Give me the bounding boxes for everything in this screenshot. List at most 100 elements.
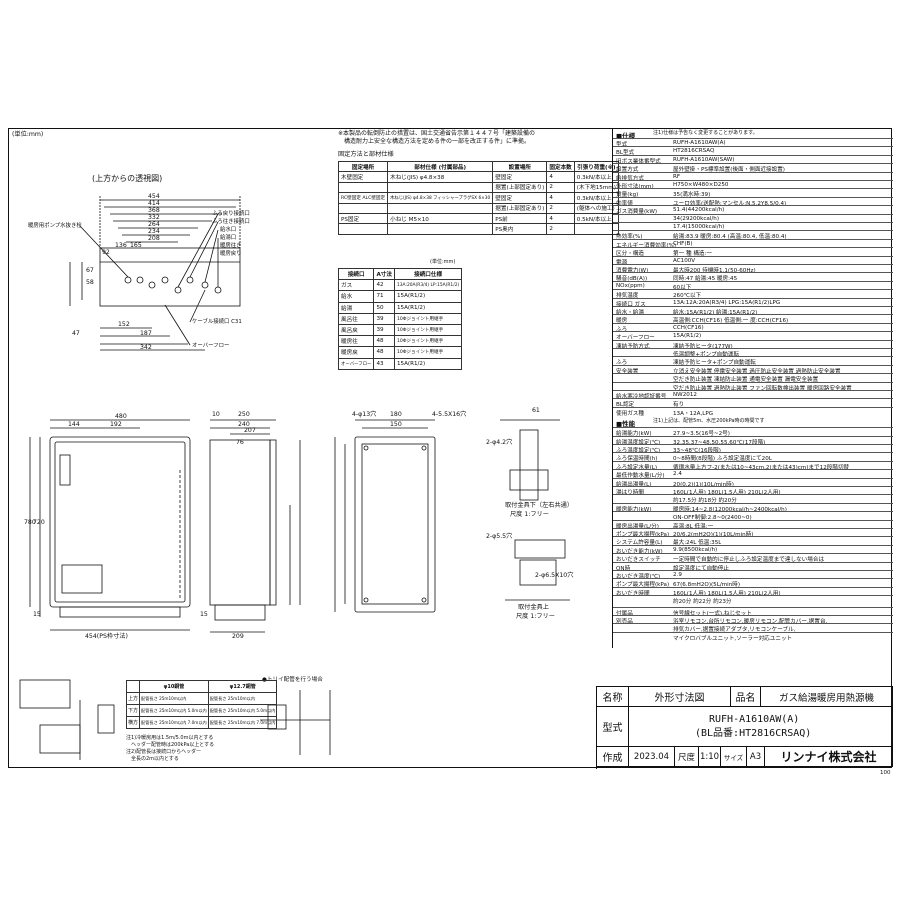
spec-value: 34(29200kcal/h) — [673, 215, 720, 222]
dim-152: 152 — [118, 321, 130, 328]
company-name: リンナイ株式会社 — [765, 747, 893, 767]
spec-key: 最低作動水量(L/分) — [616, 473, 665, 480]
spec-key: 給水・給湯 — [616, 310, 644, 316]
spec-key: おいだきスイッチ — [616, 557, 661, 564]
spec-value: 160L(1人用) 180L(1.5人用) 210L(2人用) — [673, 490, 781, 496]
front-dim-144: 144 — [68, 421, 80, 428]
spec-key: 消費電力(W) — [616, 268, 649, 274]
note-line-2: 構造耐力上安全な構造方法を定める件の一部を改正する件」に準拠。 — [338, 138, 531, 145]
spec-value: 給水:15A(R1/2) 給湯:15A(R1/2) — [673, 310, 758, 316]
trap-label: ●トリイ配管を行う場合 — [262, 677, 323, 683]
label-heating-return: 暖房戻り — [220, 251, 242, 257]
dim-58: 58 — [86, 279, 94, 286]
size-label: サイズ — [721, 747, 747, 767]
spec-row: 区分・構造第一 種 構造:一 — [613, 247, 893, 258]
fittings-header: 設置場所 — [492, 160, 548, 173]
spec-row: 別売品浴室リモコン,台所リモコン,暖房リモコン,配管カバー,据置台, — [613, 615, 893, 625]
label-hot-water: 給湯口 — [220, 235, 237, 241]
spec-key: 電源 — [616, 259, 628, 266]
spec-value: 13A:12A:20A(R3/4) LPG:15A(R1/2)LPG — [673, 299, 781, 306]
bracket-dim-180: 180 — [390, 411, 402, 418]
spec-value: RF — [673, 173, 681, 180]
top-view — [69, 196, 241, 351]
piping-note: 注2)配管長は接続口からヘッダー — [126, 749, 202, 755]
spec-key: 外形寸法(mm) — [616, 184, 654, 190]
spec-value: 35(満水時:39) — [673, 192, 711, 199]
spec-key: NOx(ppm) — [616, 282, 645, 289]
spec-value: 160L(1人用) 180L(1.5人用) 210L(2人用) — [673, 590, 781, 597]
side-dim-250: 250 — [238, 411, 250, 418]
ports-header: 接続口 — [337, 267, 375, 281]
spec-key: 排気温度 — [616, 293, 639, 300]
table-row: RC壁固定 ALC壁固定木ねじ(JIS) φ4.8×38 フィッシャープラグSX… — [337, 192, 619, 204]
spec-value: 暖房時:14~2.8(12000kcal/h~2400kcal/h) — [673, 506, 787, 513]
spec-value: RUFH-A1610AW(SAW) — [673, 156, 735, 163]
spec-row: 熱効率(%)給湯:83.9 暖房:80.4 (高温:80.4, 低温:80.4) — [613, 230, 893, 240]
label-heating-supply: 暖房往き — [220, 243, 242, 249]
spec-value: 15A(R1/2) — [673, 333, 702, 340]
spec-key: 型式 — [616, 142, 628, 148]
detail-lower-scale: 尺度 1:フリー — [510, 511, 549, 518]
spec-row: BL認定有り — [613, 398, 893, 408]
model-label: 型式 — [597, 707, 629, 747]
spec-value: 13A・12A,LPG — [673, 410, 714, 417]
spec-value: 27.9~3.5(16号~2号) — [673, 431, 730, 438]
spec-value: 20(0.2)(1)(10L/min時) — [673, 481, 734, 488]
spec-value: 第一 種 構造:一 — [673, 251, 713, 258]
bracket-hole-13: 4-φ13穴 — [352, 411, 377, 418]
fittings-header: 部材仕様 (付属部品) — [387, 160, 494, 173]
spec-row: ふろ保温時間(h)0~8時間(8段階) ふろ設定温度にて20L — [613, 452, 893, 462]
detail-hole-65: 2-φ6.5X10穴 — [535, 572, 574, 579]
spec-value: 2.9 — [673, 572, 682, 578]
spec-key: 使用ガス種 — [616, 410, 644, 417]
date-label: 作成 — [597, 747, 629, 767]
spec-value: 17.4(15000kcal/h) — [673, 224, 725, 230]
spec-value: 67(6.8mH2O)(5L/min時) — [673, 582, 741, 589]
spec-row: 空だき防止装置 凍結防止装置 通電安全装置 漏電安全装置 — [613, 373, 893, 383]
dim-187: 187 — [140, 330, 152, 337]
spec-row: 消費電力(W)最大時200 待機時1.1(50-60Hz) — [613, 264, 893, 274]
size-value: A3 — [747, 747, 765, 767]
spec-row: 効率値ユーロ効率(送配熱:マンセル:N.5.2Y8.5/0.4) — [613, 196, 893, 207]
spec-row: ポンプ最大揚程(kPa)20/6.2(mH2O)(1)(10L/min時) — [613, 528, 893, 538]
spec-row: ポンプ最大揚程(kPa)67(6.8mH2O)(5L/min時) — [613, 578, 893, 589]
spec-key: オーバーフロー — [616, 335, 655, 342]
spec-section-title: ■仕様 — [616, 132, 636, 140]
spec-key: エネルギー消費効率(%) — [616, 242, 677, 249]
spec-value: AC100V — [673, 257, 696, 264]
label-cable-port: ケーブル接続口 C31 — [192, 319, 242, 325]
spec-row: 凍結予防方式凍結予防ヒータ(177W) — [613, 339, 893, 350]
unit-label: (単位:mm) — [12, 131, 44, 138]
side-dim-10: 10 — [212, 411, 220, 418]
spec-value: 20/6.2(mH2O)(1)(10L/min時) — [673, 532, 754, 538]
spec-key: 暖房 — [616, 318, 628, 325]
detail-upper-scale: 尺度 1:フリー — [516, 613, 555, 620]
spec-value: 凍結予防ヒータ+ポンプ自動運転 — [673, 360, 756, 367]
detail-lower-label: 取付金具下（左右共通） — [505, 502, 574, 509]
spec-note: 注1)仕様は予告なく変更することがあります。 — [653, 130, 758, 136]
spec-value: 33~48℃(16段階) — [673, 448, 721, 454]
spec-key: 暖房出湯量(L/分) — [616, 523, 659, 530]
front-view — [29, 419, 191, 631]
spec-row: 排気カバー,据置接続アダプタ,リモコンケーブル, — [613, 623, 893, 633]
spec-key: 別売品 — [616, 619, 633, 625]
scale-value: 1:10 — [699, 747, 721, 767]
dim-92: 92 — [102, 249, 110, 256]
product-label: 品名 — [731, 687, 761, 707]
spec-row: 給湯温度設定(℃)32,35,37~48,50,55,60℃(17段階) — [613, 435, 893, 446]
date-value: 2023.04 — [629, 747, 675, 767]
spec-value: 設定温度にて自動停止 — [673, 565, 729, 572]
spec-value: 高温側:CCH(CF16) 低温側:一 度:CCH(CF16) — [673, 318, 789, 325]
piping-note: 注1)冷暖房用は1.5m/5.0m以内とする — [126, 735, 214, 741]
performance-section-title: ■性能 — [616, 420, 636, 429]
